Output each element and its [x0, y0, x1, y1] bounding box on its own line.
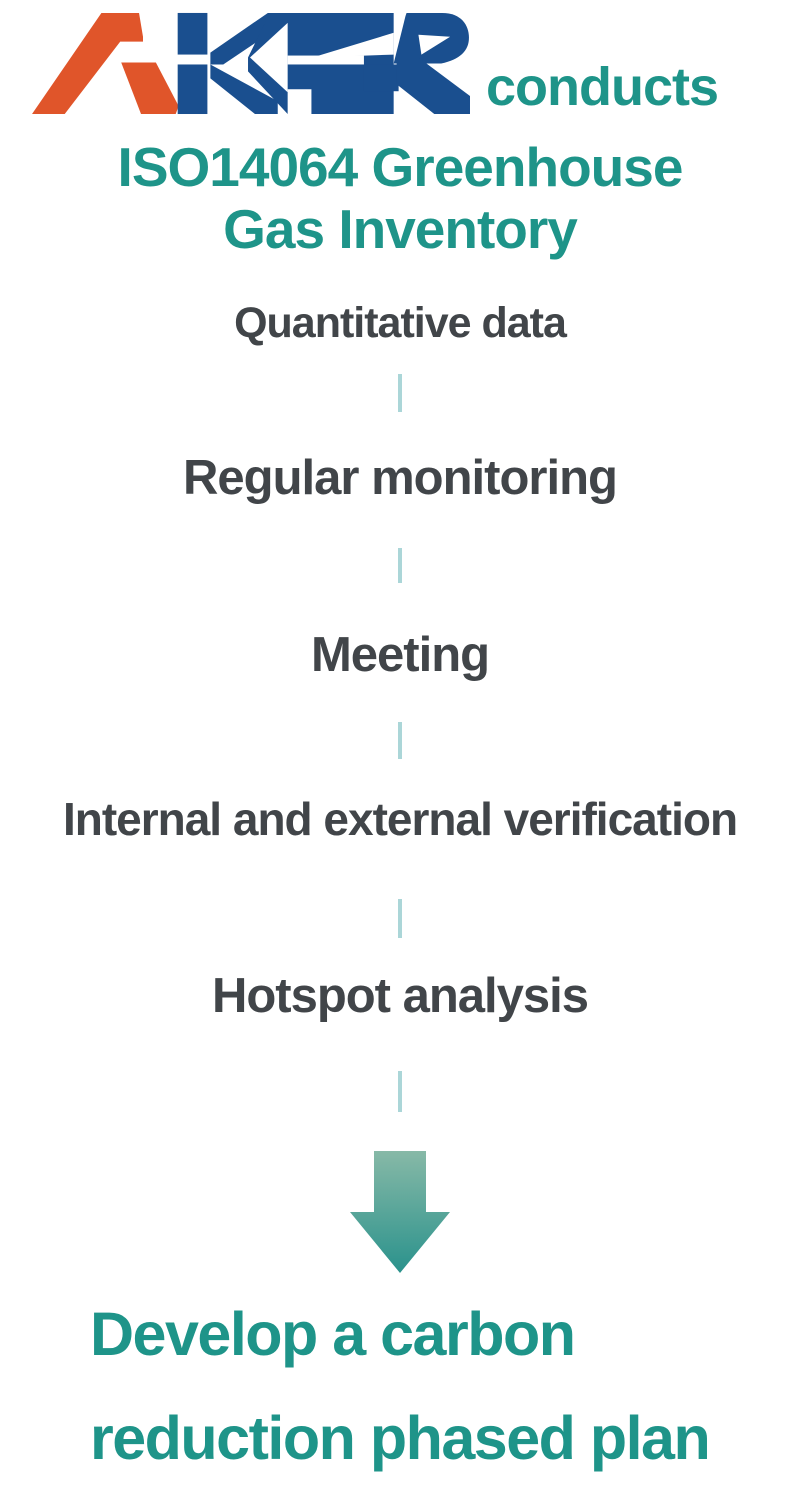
connector-line [398, 548, 402, 583]
down-arrow-icon [350, 1151, 450, 1273]
logo-letter-a [32, 12, 179, 115]
flow-step-internal-external-verification: Internal and external verification [62, 793, 738, 845]
flow-step-meeting: Meeting [310, 628, 490, 682]
connector-line [398, 722, 402, 759]
conducts-label: conducts [486, 57, 719, 117]
page-title: ISO14064 Greenhouse Gas Inventory [0, 136, 800, 260]
logo-letter-r [393, 12, 470, 115]
connector-line [398, 374, 402, 412]
outcome-line2: reduction phased plan [90, 1404, 711, 1472]
page-title-line2: Gas Inventory [223, 198, 578, 260]
flow-step-quantitative-data: Quantitative data [234, 299, 567, 347]
connector-line [398, 1071, 402, 1112]
logo-counters [250, 22, 451, 115]
outcome-text: Develop a carbon reduction phased plan [90, 1282, 790, 1488]
flow-step-hotspot-analysis: Hotspot analysis [211, 969, 589, 1023]
aker-logo-icon [32, 12, 470, 115]
page-title-line1: ISO14064 Greenhouse [117, 136, 684, 198]
connector-line [398, 899, 402, 938]
flow-step-regular-monitoring: Regular monitoring [183, 451, 618, 505]
outcome-line1: Develop a carbon [90, 1300, 576, 1368]
logo-letter-k [177, 12, 278, 115]
